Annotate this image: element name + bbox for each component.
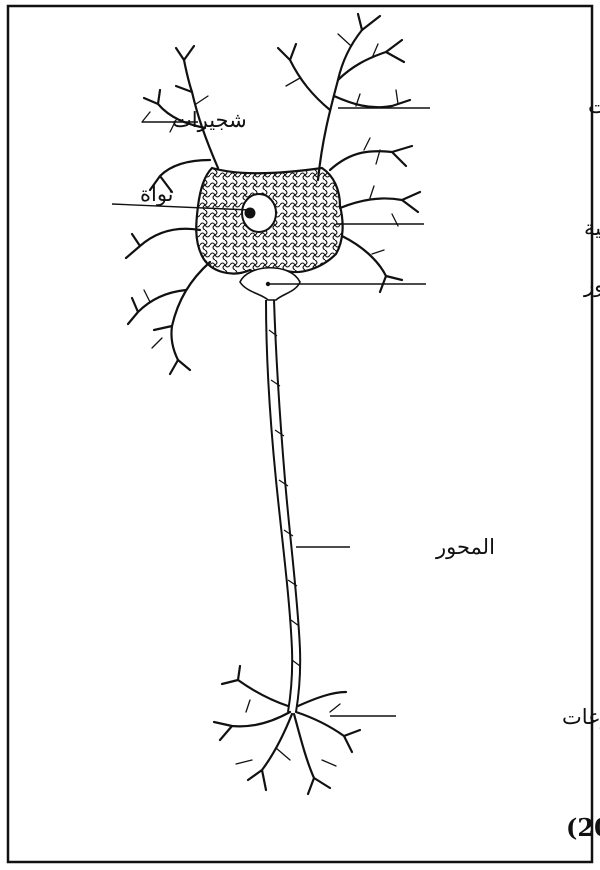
dendrites-right (340, 186, 420, 292)
axon-terminals (214, 666, 360, 794)
label-axon-terminals: نهاية التفرعات (562, 705, 600, 730)
label-dendrites-left: شجيرات (172, 108, 247, 133)
label-axon: المحور (435, 535, 495, 560)
dendrites-top-right (278, 14, 412, 180)
figure-caption: الشكل : 2–1: أجزاء الخلية العصبية (تمبل،… (566, 810, 600, 843)
axon-hillock-dot (266, 282, 270, 286)
label-nucleus: نواة (140, 182, 174, 207)
nucleus (242, 194, 276, 232)
axon (266, 300, 300, 712)
dendrites-left (126, 229, 210, 374)
label-cell-body: جسم الخلية (584, 216, 600, 241)
label-axon-hillock: ربوة المحور (583, 273, 600, 298)
label-dendrites-right: شجيرات (588, 94, 600, 119)
